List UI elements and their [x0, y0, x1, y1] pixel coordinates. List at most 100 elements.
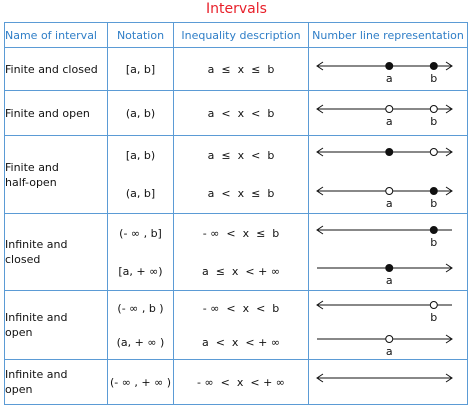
- number-line: b: [316, 300, 452, 324]
- closed-endpoint: [385, 148, 394, 156]
- interval-name: Infinite and open: [4, 290, 108, 360]
- interval-name-line: open: [5, 383, 33, 396]
- interval-name-line: Finite and: [5, 160, 59, 174]
- notation-cell: (- ∞ , b ) (a, + ∞ ): [107, 290, 174, 360]
- closed-endpoint: [429, 62, 438, 70]
- notation-cell: (- ∞ , + ∞ ): [107, 359, 174, 405]
- interval-name: Infinite and open: [4, 359, 108, 405]
- inequality-cell: a ≤ x < b a < x ≤ b: [173, 135, 309, 214]
- closed-endpoint: [385, 264, 394, 272]
- notation-cell: [a, b]: [107, 47, 174, 91]
- notation: (- ∞ , b]: [119, 226, 162, 240]
- page-title: Intervals: [206, 1, 267, 17]
- notation-cell: [a, b)(a, b]: [107, 135, 174, 214]
- inequality: a ≤ x < b: [207, 148, 275, 162]
- number-line: [316, 373, 453, 383]
- notation-cell: (a, b): [107, 90, 174, 136]
- table-row: Finite and closed [a, b] a ≤ x ≤ b a b: [4, 47, 468, 91]
- endpoint-label: b: [430, 115, 437, 128]
- interval-name-line: half-open: [5, 175, 57, 189]
- notation: (a, b]: [125, 187, 156, 201]
- header-inequality: Inequality description: [173, 22, 309, 48]
- open-endpoint: [385, 105, 394, 113]
- left-arrow-icon: [316, 104, 324, 114]
- inequality: - ∞ < x < b: [202, 301, 280, 315]
- interval-name: Infinite and closed: [4, 213, 108, 291]
- notation: (a, + ∞ ): [116, 335, 165, 349]
- right-arrow-icon: [445, 263, 453, 273]
- notation: [a, + ∞): [118, 264, 163, 278]
- endpoint-label: a: [386, 115, 393, 128]
- open-endpoint: [429, 301, 438, 309]
- header-name: Name of interval: [4, 22, 108, 48]
- number-line: a: [317, 263, 453, 287]
- right-arrow-icon: [445, 61, 453, 71]
- interval-name-line: closed: [5, 253, 41, 266]
- left-arrow-icon: [316, 186, 324, 195]
- header-notation: Notation: [107, 22, 174, 48]
- notation: (a, b): [125, 106, 156, 120]
- open-endpoint: [385, 186, 394, 195]
- interval-name: Finite and open: [4, 90, 108, 136]
- left-arrow-icon: [316, 61, 324, 71]
- interval-name-line: Infinite and: [5, 238, 68, 251]
- intervals-table: Name of interval Notation Inequality des…: [4, 22, 468, 405]
- right-arrow-icon: [445, 104, 453, 114]
- right-arrow-icon: [445, 186, 453, 195]
- endpoint-label: a: [386, 345, 393, 358]
- right-arrow-icon: [445, 334, 453, 344]
- endpoint-label: b: [430, 72, 437, 85]
- inequality: a < x ≤ b: [207, 187, 275, 201]
- left-arrow-icon: [316, 147, 324, 157]
- inequality-cell: a ≤ x ≤ b: [173, 47, 309, 91]
- interval-name-line: Finite and closed: [5, 62, 98, 76]
- right-arrow-icon: [445, 147, 453, 157]
- header-row: Name of interval Notation Inequality des…: [4, 22, 468, 48]
- inequality: a ≤ x < + ∞: [201, 264, 281, 278]
- table-row: Infinite and open (- ∞ , + ∞ ) - ∞ < x < + …: [4, 359, 468, 405]
- endpoint-label: b: [430, 311, 437, 324]
- closed-endpoint: [429, 186, 438, 195]
- open-endpoint: [429, 148, 438, 156]
- interval-name-line: open: [5, 326, 33, 339]
- right-arrow-icon: [445, 373, 453, 383]
- interval-name: Finite and closed: [4, 47, 108, 91]
- notation-cell: (- ∞ , b] [a, + ∞): [107, 213, 174, 291]
- notation: (- ∞ , + ∞ ): [109, 375, 172, 389]
- left-arrow-icon: [316, 300, 324, 310]
- inequality: a < x < b: [207, 106, 275, 120]
- endpoint-label: b: [430, 236, 437, 249]
- endpoint-label: a: [386, 274, 393, 287]
- inequality-cell: - ∞ < x < b a < x < + ∞: [173, 290, 309, 360]
- interval-name-line: Infinite and: [5, 368, 68, 381]
- number-line: [316, 147, 453, 157]
- notation: (- ∞ , b ): [117, 301, 164, 315]
- endpoint-label: a: [386, 72, 393, 85]
- inequality-cell: - ∞ < x < + ∞: [173, 359, 309, 405]
- number-line: a: [317, 334, 453, 358]
- left-arrow-icon: [316, 225, 324, 235]
- endpoint-label: a: [386, 197, 393, 210]
- closed-endpoint: [429, 226, 438, 234]
- notation: [a, b]: [125, 62, 156, 76]
- inequality: a ≤ x ≤ b: [207, 62, 275, 76]
- inequality: - ∞ < x < + ∞: [197, 375, 285, 389]
- number-line-cell: [308, 359, 468, 405]
- interval-name-line: Finite and open: [5, 106, 90, 120]
- closed-endpoint: [385, 62, 394, 70]
- header-number-line: Number line representation: [308, 22, 468, 48]
- endpoint-label: b: [430, 197, 437, 210]
- interval-name-line: Infinite and: [5, 311, 68, 324]
- left-arrow-icon: [316, 373, 324, 383]
- table-row: Infinite and open (- ∞ , b ) (a, + ∞ ) - ∞ <…: [4, 290, 468, 360]
- inequality: a < x < + ∞: [201, 335, 281, 349]
